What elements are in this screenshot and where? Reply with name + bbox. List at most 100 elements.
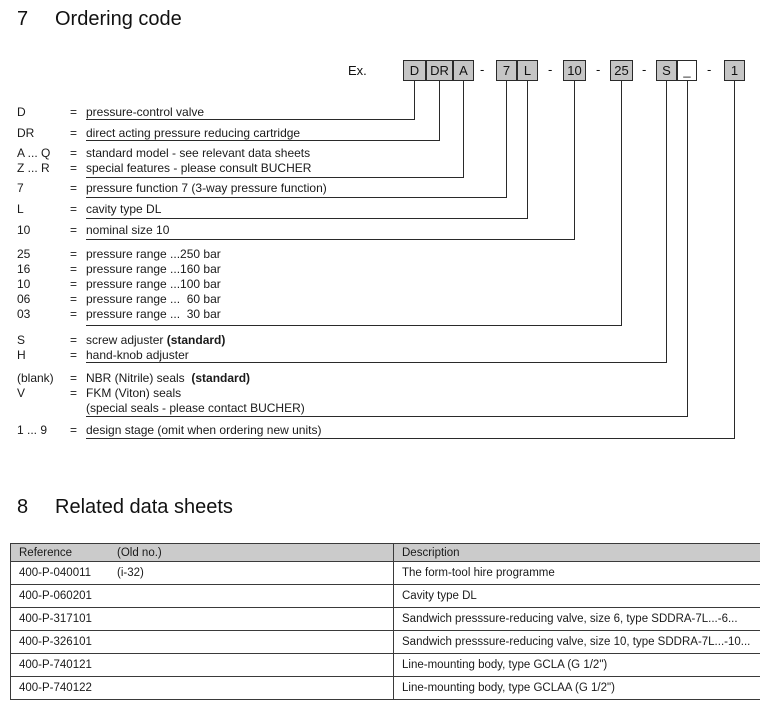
equals-sign: = [70,161,78,175]
connector-line [439,81,440,141]
code-row: 25 = pressure range ...250 bar [0,247,760,262]
connector-underline [86,239,575,240]
code-label: DR [17,126,35,140]
separator-dash: - [480,62,485,77]
code-row: 16 = pressure range ...160 bar [0,262,760,277]
code-label: Z ... R [17,161,50,175]
connector-underline [86,119,415,120]
reference-cell: 400-P-740121 [10,653,109,677]
code-label: H [17,348,26,362]
code-description: pressure range ...250 bar [86,247,221,261]
related-data-sheets-table: Reference (Old no.) Description 400-P-04… [10,543,760,700]
separator-dash: - [707,62,712,77]
table-row: 400-P-326101 Sandwich presssure-reducing… [10,630,760,654]
equals-sign: = [70,247,78,261]
description-header: Description [393,543,760,562]
code-description: pressure range ...100 bar [86,277,221,291]
connector-underline [86,197,507,198]
old-no-header: (Old no.) [109,543,394,562]
description-cell: The form-tool hire programme [393,561,760,585]
code-label: 03 [17,307,31,321]
separator-dash: - [596,62,601,77]
equals-sign: = [70,277,78,291]
reference-cell: 400-P-740122 [10,676,109,700]
equals-sign: = [70,146,78,160]
table-row: 400-P-060201 Cavity type DL [10,584,760,608]
code-description: NBR (Nitrile) seals (standard) [86,371,251,385]
connector-underline [86,438,735,439]
code-label: V [17,386,26,400]
code-description: special features - please consult BUCHER [86,161,312,175]
description-cell: Sandwich presssure-reducing valve, size … [393,607,760,631]
equals-sign: = [70,105,78,119]
connector-line [666,81,667,363]
equals-sign: = [70,202,78,216]
section-title: Related data sheets [55,496,233,518]
connector-line [574,81,575,240]
connector-underline [86,362,667,363]
separator-dash: - [548,62,553,77]
connector-line [527,81,528,219]
equals-sign: = [70,292,78,306]
equals-sign: = [70,371,78,385]
connector-line [621,81,622,326]
code-row: S = screw adjuster (standard) [0,333,760,348]
code-box-S: S [656,60,677,81]
connector-underline [86,416,688,417]
old-no-cell: (i-32) [109,561,394,585]
code-label: 10 [17,277,31,291]
equals-sign: = [70,386,78,400]
table-row: 400-P-040011 (i-32) The form-tool hire p… [10,561,760,585]
equals-sign: = [70,223,78,237]
table-row: 400-P-740121 Line-mounting body, type GC… [10,653,760,677]
code-description: nominal size 10 [86,223,170,237]
description-cell: Sandwich presssure-reducing valve, size … [393,630,760,654]
code-label: S [17,333,26,347]
connector-underline [86,325,622,326]
section-number: 8 [17,496,29,518]
table-row: 400-P-740122 Line-mounting body, type GC… [10,676,760,700]
connector-line [687,81,688,417]
old-no-cell [109,607,394,631]
equals-sign: = [70,126,78,140]
code-label: (blank) [17,371,54,385]
code-description: (special seals - please contact BUCHER) [86,401,305,415]
connector-line [463,81,464,178]
reference-cell: 400-P-060201 [10,584,109,608]
code-row: (special seals - please contact BUCHER) [0,401,760,416]
code-row: (blank) = NBR (Nitrile) seals (standard) [0,371,760,386]
reference-cell: 400-P-040011 [10,561,109,585]
connector-underline [86,140,440,141]
code-row: 10 = pressure range ...100 bar [0,277,760,292]
code-row: V = FKM (Viton) seals [0,386,760,401]
code-label: 7 [17,181,24,195]
code-label: A ... Q [17,146,51,160]
code-label: 1 ... 9 [17,423,48,437]
connector-line [414,81,415,120]
code-row: 03 = pressure range ... 30 bar [0,307,760,322]
reference-cell: 400-P-326101 [10,630,109,654]
code-label: 10 [17,223,31,237]
code-row: D = pressure-control valve [0,105,760,120]
old-no-cell [109,584,394,608]
old-no-cell [109,630,394,654]
code-label: 25 [17,247,31,261]
equals-sign: = [70,423,78,437]
connector-line [734,81,735,439]
reference-header: Reference [10,543,109,562]
code-box-7: 7 [496,60,517,81]
section-number: 7 [17,8,29,30]
code-description: pressure range ... 60 bar [86,292,221,306]
example-label: Ex. [348,63,367,78]
equals-sign: = [70,307,78,321]
code-row: Z ... R = special features - please cons… [0,161,760,176]
code-box-A: A [453,60,474,81]
code-description: hand-knob adjuster [86,348,189,362]
code-description: screw adjuster (standard) [86,333,226,347]
code-row: H = hand-knob adjuster [0,348,760,363]
connector-line [506,81,507,198]
code-description: direct acting pressure reducing cartridg… [86,126,301,140]
equals-sign: = [70,348,78,362]
code-row: 1 ... 9 = design stage (omit when orderi… [0,423,760,438]
equals-sign: = [70,262,78,276]
